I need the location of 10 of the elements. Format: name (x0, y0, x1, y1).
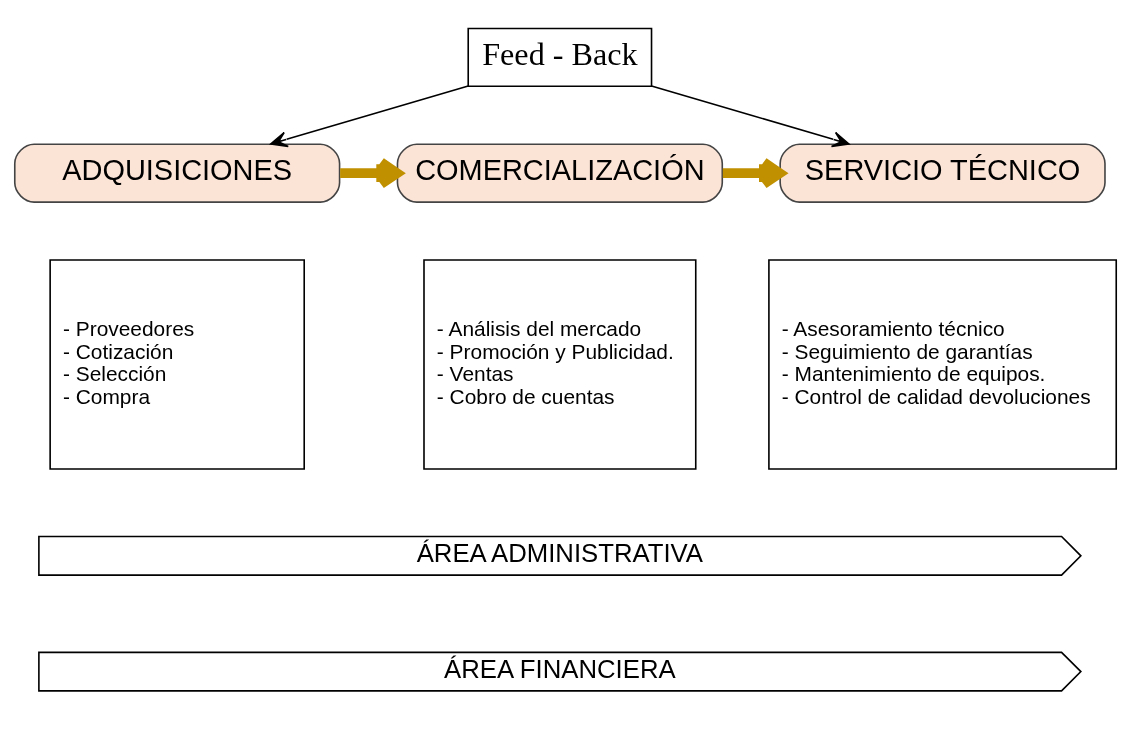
node-box: COMERCIALIZACIÓN (396, 143, 724, 203)
node-box: ADQUISICIONES (13, 143, 341, 203)
node-box: - Análisis del mercado - Promoción y Publicidad. - Ventas - Cobro de cuentas (423, 259, 697, 470)
arrow (340, 157, 403, 189)
node-box: Feed - Back (467, 27, 653, 88)
arrow (650, 85, 850, 148)
node-box: - Asesoramiento técnico - Seguimiento de garantías - Mantenimiento de equipos. - Control de calidad devoluciones (768, 259, 1118, 470)
arrow (269, 85, 469, 148)
node-box: SERVICIO TÉCNICO (779, 143, 1106, 203)
node-box: - Proveedores - Cotización - Selección - Compra (49, 259, 305, 470)
